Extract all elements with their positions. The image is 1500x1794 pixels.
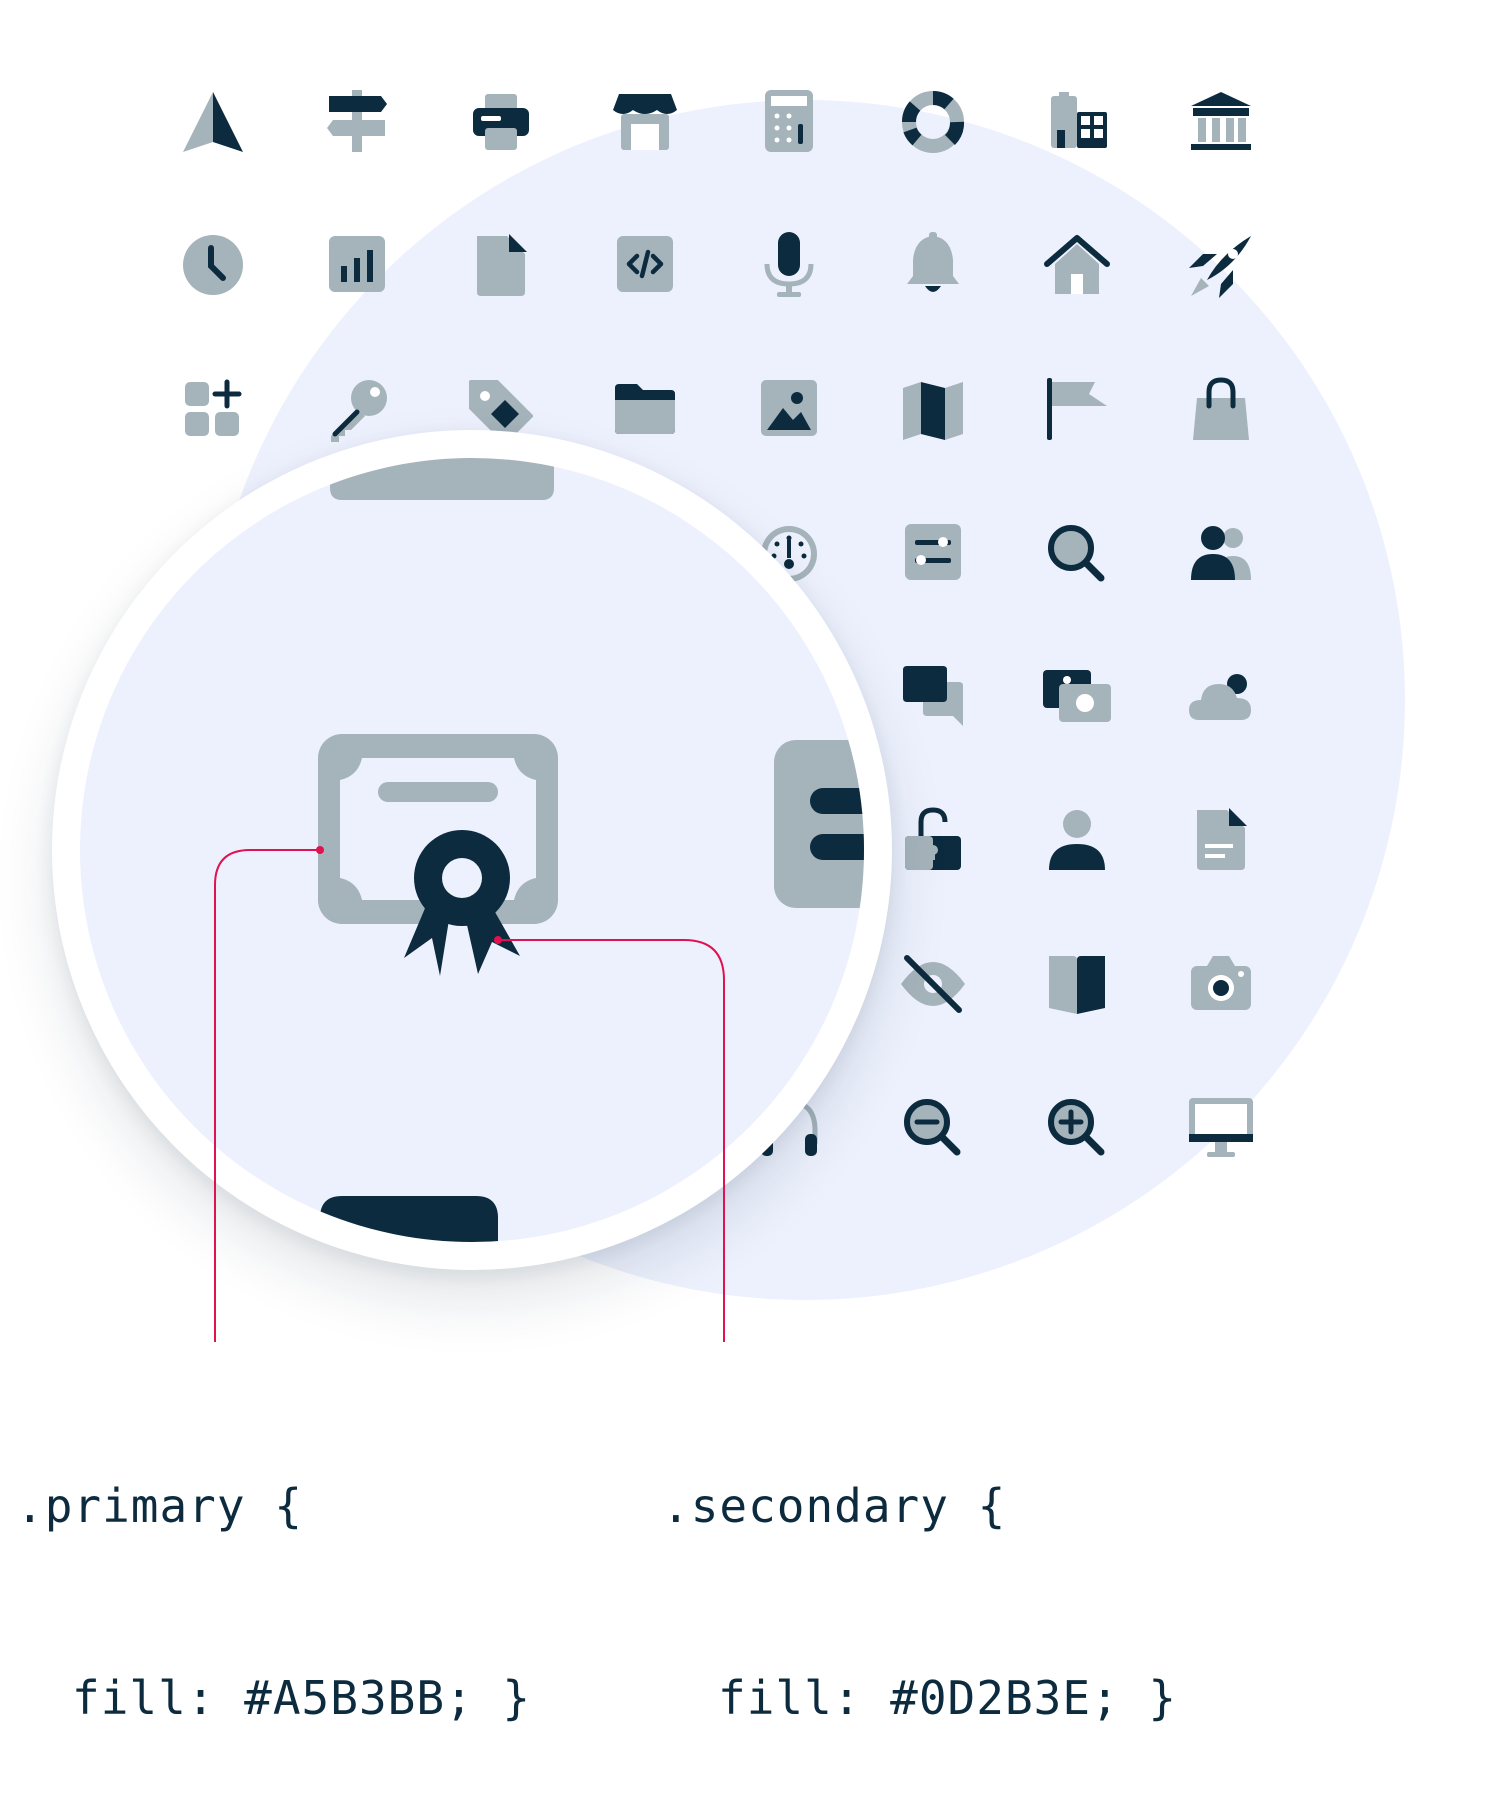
file-text-icon: [1181, 800, 1261, 880]
home-icon: [1037, 226, 1117, 306]
desktop-icon: [1181, 1088, 1261, 1168]
bar-chart-icon: [317, 226, 397, 306]
secondary-code-snippet: .secondary { fill: #0D2B3E; }: [662, 1346, 1177, 1794]
primary-selector: .primary {: [16, 1479, 303, 1533]
eye-off-icon: [893, 944, 973, 1024]
shopping-bag-icon: [1181, 370, 1261, 450]
book-icon: [1037, 944, 1117, 1024]
primary-code-snippet: .primary { fill: #A5B3BB; }: [16, 1346, 531, 1794]
primary-callout-dot: [316, 846, 324, 854]
unlock-icon: [893, 800, 973, 880]
camera-icon: [1181, 944, 1261, 1024]
callout-lines: [214, 846, 725, 1342]
secondary-rule: fill: #0D2B3E; }: [718, 1671, 1178, 1725]
flag-icon: [1037, 370, 1117, 450]
search-icon: [1037, 512, 1117, 592]
buildings-icon: [1037, 84, 1117, 164]
icon-grid: [173, 84, 1261, 1168]
signpost-icon: [317, 84, 397, 164]
add-widget-icon: [173, 370, 253, 450]
bank-icon: [1181, 84, 1261, 164]
key-icon: [317, 370, 397, 450]
secondary-callout-dot: [494, 936, 502, 944]
toggle-settings-icon: [893, 512, 973, 592]
magnifier-view: [80, 458, 864, 1242]
image-icon: [749, 370, 829, 450]
zoom-in-icon: [1037, 1088, 1117, 1168]
lifebuoy-icon: [893, 84, 973, 164]
magnifier-lens: [52, 430, 892, 1270]
map-icon: [893, 370, 973, 450]
cloud-icon: [1181, 656, 1261, 736]
clock-icon: [173, 226, 253, 306]
user-icon: [1037, 800, 1117, 880]
document-icon: [461, 226, 541, 306]
primary-rule: fill: #A5B3BB; }: [72, 1671, 532, 1725]
folder-icon: [605, 370, 685, 450]
code-icon: [605, 226, 685, 306]
tag-icon: [461, 370, 541, 450]
certificate-icon: [310, 728, 570, 988]
calculator-icon: [749, 84, 829, 164]
magnified-neighbor-icons: [320, 458, 864, 1242]
secondary-selector: .secondary {: [662, 1479, 1007, 1533]
users-icon: [1181, 512, 1261, 592]
photos-icon: [1037, 656, 1117, 736]
chat-icon: [893, 656, 973, 736]
storefront-icon: [605, 84, 685, 164]
microphone-icon: [749, 226, 829, 306]
rocket-icon: [1181, 226, 1261, 306]
printer-icon: [461, 84, 541, 164]
bell-icon: [893, 226, 973, 306]
zoom-out-icon: [893, 1088, 973, 1168]
navigation-arrow-icon: [173, 84, 253, 164]
